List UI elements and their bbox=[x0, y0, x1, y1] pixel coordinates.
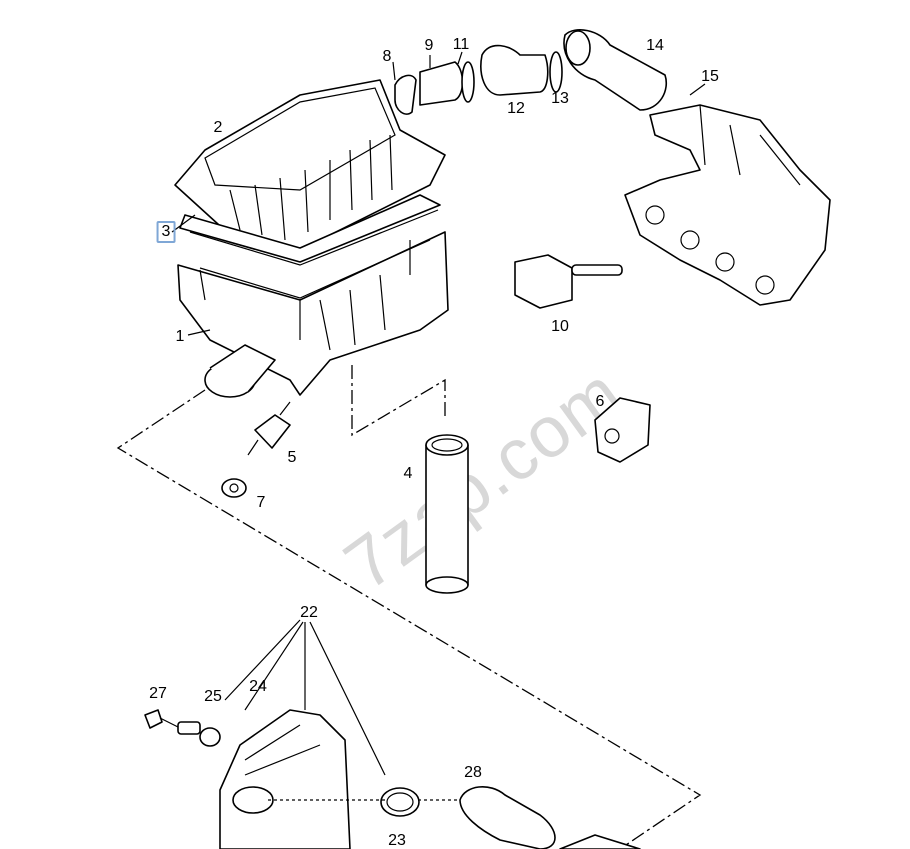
nut[interactable] bbox=[221, 478, 247, 498]
callout-22[interactable]: 22 bbox=[300, 604, 318, 621]
filter-element[interactable] bbox=[179, 194, 441, 266]
rubber-mount[interactable] bbox=[594, 397, 651, 463]
intake-hose-parts[interactable] bbox=[394, 29, 667, 115]
callout-4[interactable]: 4 bbox=[403, 465, 413, 482]
callout-7[interactable]: 7 bbox=[256, 494, 266, 511]
callout-24[interactable]: 24 bbox=[249, 678, 267, 695]
callout-12[interactable]: 12 bbox=[507, 100, 525, 117]
temperature-sensor[interactable] bbox=[514, 254, 623, 309]
elbow-hose[interactable] bbox=[459, 786, 641, 849]
intake-manifold[interactable] bbox=[624, 104, 831, 306]
bolt[interactable] bbox=[144, 709, 181, 729]
callout-15[interactable]: 15 bbox=[701, 68, 719, 85]
callout-1[interactable]: 1 bbox=[175, 328, 185, 345]
callout-11[interactable]: 11 bbox=[452, 36, 470, 53]
callout-9[interactable]: 9 bbox=[424, 37, 434, 54]
callout-25[interactable]: 25 bbox=[204, 688, 222, 705]
valve[interactable] bbox=[247, 401, 291, 456]
callout-13[interactable]: 13 bbox=[551, 90, 569, 107]
callout-14[interactable]: 14 bbox=[646, 37, 664, 54]
bushing[interactable] bbox=[177, 721, 221, 747]
air-filter-housing[interactable] bbox=[177, 231, 449, 398]
pipe[interactable] bbox=[425, 434, 469, 594]
assembly-line bbox=[116, 389, 702, 849]
callout-8[interactable]: 8 bbox=[382, 48, 392, 65]
leader-lines bbox=[171, 51, 706, 801]
callout-28[interactable]: 28 bbox=[464, 764, 482, 781]
callout-5[interactable]: 5 bbox=[287, 449, 297, 466]
callout-10[interactable]: 10 bbox=[551, 318, 569, 335]
seal-ring[interactable] bbox=[380, 787, 420, 817]
callout-23[interactable]: 23 bbox=[388, 832, 406, 849]
resonator[interactable] bbox=[219, 709, 351, 849]
assembly-line bbox=[351, 365, 446, 437]
callout-2[interactable]: 2 bbox=[213, 119, 223, 136]
callout-3-selected[interactable]: 3 bbox=[156, 221, 176, 243]
callout-27[interactable]: 27 bbox=[149, 685, 167, 702]
callout-6[interactable]: 6 bbox=[595, 393, 605, 410]
